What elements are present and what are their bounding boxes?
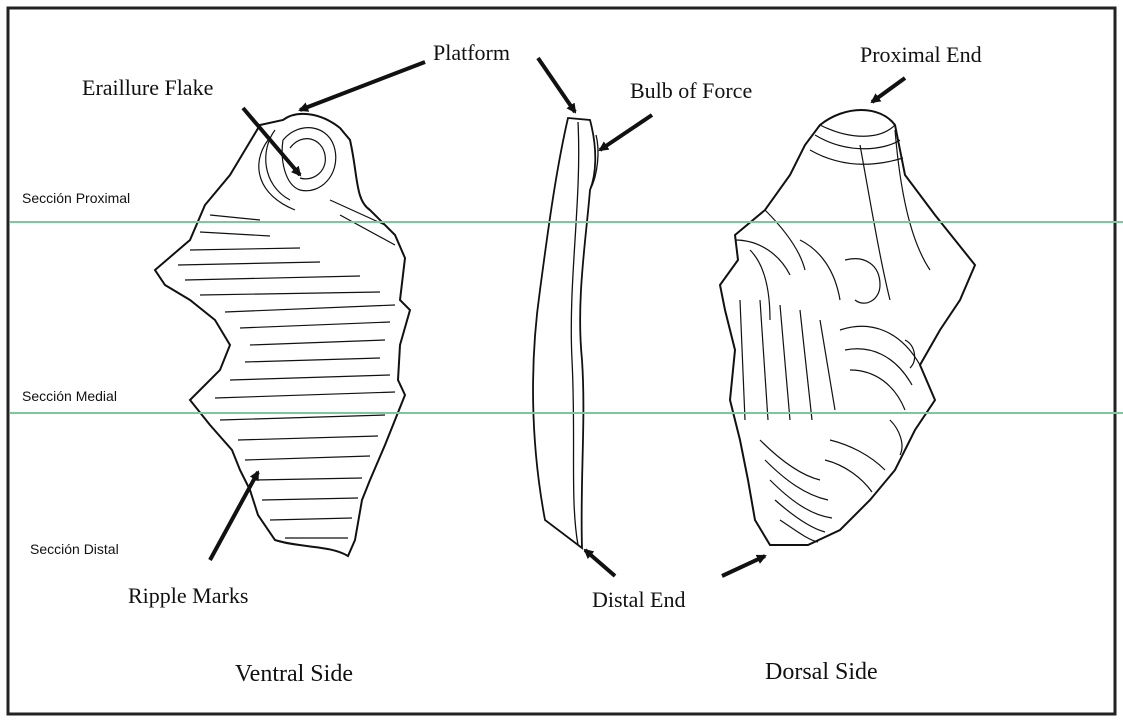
dorsal-side-label: Dorsal Side [765,659,878,685]
profile-flake-drawing [533,118,598,548]
proximal-end-label: Proximal End [860,42,982,67]
ventral-flake-drawing [155,114,410,556]
section-medial-label: Sección Medial [22,388,117,404]
ventral-side-label: Ventral Side [235,661,353,687]
dorsal-flake-drawing [720,110,975,545]
ripple-arrow [210,472,258,560]
distal-end-profile-arrow [585,550,615,576]
platform-arrow [300,62,425,110]
platform-profile-arrow [538,58,575,112]
eraillure-flake-label: Eraillure Flake [82,75,213,100]
section-distal-label: Sección Distal [30,541,119,557]
bulb-arrow [600,115,652,150]
ripple-marks-label: Ripple Marks [128,583,248,608]
section-proximal-label: Sección Proximal [22,190,130,206]
distal-end-dorsal-arrow [722,556,765,576]
bulb-of-force-label: Bulb of Force [630,78,752,103]
proximal-end-arrow [872,78,905,102]
distal-end-label: Distal End [592,587,686,612]
platform-label: Platform [433,40,510,65]
